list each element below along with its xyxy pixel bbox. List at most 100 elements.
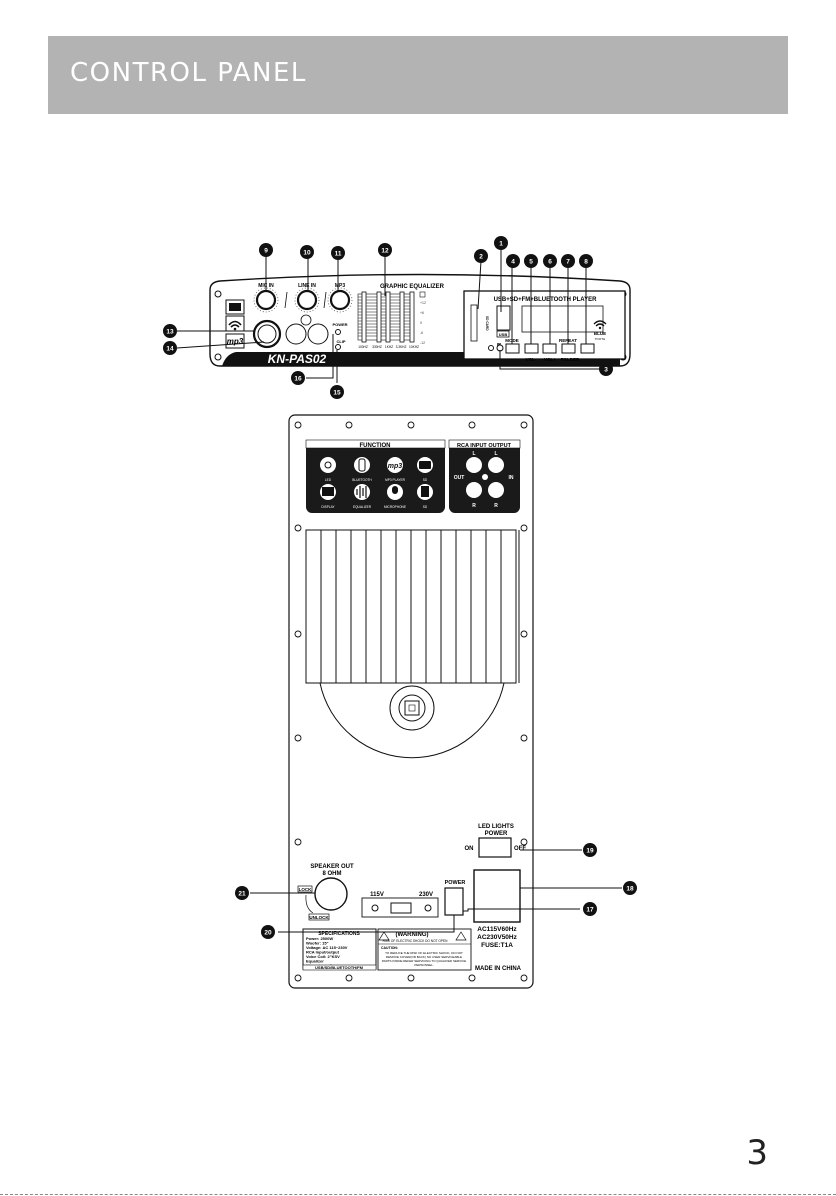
svg-text:Woofer: 15": Woofer: 15" <box>306 941 329 946</box>
svg-text:7: 7 <box>566 259 570 266</box>
svg-text:12: 12 <box>381 248 389 255</box>
svg-text:BLUE: BLUE <box>594 331 606 336</box>
leader-lines <box>176 248 622 933</box>
svg-text:MP3: MP3 <box>335 283 346 289</box>
model-name: KN-PAS02 <box>268 352 327 366</box>
svg-text:LOCK: LOCK <box>299 887 312 892</box>
callout-7: 7 <box>561 254 575 268</box>
svg-text:-6: -6 <box>420 331 423 335</box>
svg-text:ON: ON <box>465 846 474 852</box>
svg-text:PARTS INSIDE.REFER SERVICING T: PARTS INSIDE.REFER SERVICING TO QUALIFIE… <box>382 959 466 963</box>
svg-text:20: 20 <box>264 930 272 937</box>
svg-text:FOLDER: FOLDER <box>561 357 580 362</box>
svg-text:FUNCTION: FUNCTION <box>360 443 391 449</box>
next-button <box>542 343 557 354</box>
svg-text:10: 10 <box>303 250 311 257</box>
svg-text:TOOTH: TOOTH <box>595 337 605 341</box>
svg-text:LED LIGHTS: LED LIGHTS <box>478 824 514 830</box>
power-socket <box>473 869 521 923</box>
led-icon <box>324 461 332 469</box>
svg-text:R: R <box>494 503 498 509</box>
svg-text:5: 5 <box>529 259 533 266</box>
svg-text:REMOVE COVER(OR BACK) NO USER: REMOVE COVER(OR BACK) NO USER SERVICEABL… <box>386 955 462 959</box>
svg-text:PERSONNEL.: PERSONNEL. <box>414 963 434 967</box>
svg-text:VOL+: VOL+ <box>544 357 556 362</box>
svg-text:Equalizer: Equalizer <box>306 959 324 964</box>
svg-text:L: L <box>472 451 475 457</box>
equalizer-title: GRAPHIC EQUALIZER <box>380 284 445 290</box>
led-power-switch <box>478 837 512 858</box>
svg-text:RCA Input/output: RCA Input/output <box>306 950 340 955</box>
mp3-player-icon: mp3 <box>388 463 403 470</box>
svg-text:100HZ: 100HZ <box>358 345 368 349</box>
svg-text:6: 6 <box>548 259 552 266</box>
svg-text:CAUTION:: CAUTION: <box>381 946 398 950</box>
svg-text:SD: SD <box>423 478 428 482</box>
svg-text:TO REDUCE THE RISK OF ELECTRIC: TO REDUCE THE RISK OF ELECTRIC SHOCK, DO… <box>385 951 463 955</box>
callout-9: 9 <box>259 243 273 257</box>
svg-text:4: 4 <box>511 259 515 266</box>
svg-text:SPEAKER OUT: SPEAKER OUT <box>310 864 354 870</box>
display-icon <box>322 487 334 496</box>
svg-text:OUT: OUT <box>454 475 465 481</box>
svg-text:EQUALIZER: EQUALIZER <box>353 505 372 509</box>
svg-text:IN: IN <box>509 475 514 481</box>
svg-text:-12: -12 <box>420 341 425 345</box>
svg-text:R: R <box>472 503 476 509</box>
bluetooth-icon <box>358 458 366 472</box>
svg-text:POWER: POWER <box>445 880 466 886</box>
callout-8: 8 <box>579 254 593 268</box>
prev-button <box>524 343 539 354</box>
back-panel: FUNCTION mp3 LED BLUETOOTH MP3 PLAYER SD <box>288 414 534 989</box>
sd-card-icon <box>421 486 429 497</box>
svg-text:8 OHM: 8 OHM <box>322 871 341 877</box>
callout-17: 17 <box>583 902 597 916</box>
power-switch <box>444 887 464 916</box>
callout-10: 10 <box>300 245 314 259</box>
svg-text:SD CARD: SD CARD <box>485 316 489 331</box>
callout-19: 19 <box>583 843 597 857</box>
svg-text:2: 2 <box>479 254 483 261</box>
page-edge <box>0 1194 836 1196</box>
wifi-icon <box>228 320 242 328</box>
microphone-icon <box>392 486 398 494</box>
svg-text:MP3 PLAYER: MP3 PLAYER <box>385 478 405 482</box>
svg-text:AC115V60Hz: AC115V60Hz <box>477 926 517 933</box>
svg-text:19: 19 <box>586 848 594 855</box>
svg-text:MICROPHONE: MICROPHONE <box>384 505 406 509</box>
svg-text:FUSE:T1A: FUSE:T1A <box>481 942 513 949</box>
display-icon <box>229 303 241 311</box>
svg-text:CLIP: CLIP <box>336 339 345 344</box>
svg-text:115V: 115V <box>370 892 384 898</box>
header-bar: CONTROL PANEL <box>48 36 788 114</box>
sd-icon <box>419 461 431 469</box>
svg-text:13: 13 <box>166 329 174 336</box>
function-panel <box>306 440 445 513</box>
callout-20: 20 <box>261 925 275 939</box>
callout-16: 16 <box>291 371 305 385</box>
callout-18: 18 <box>623 881 637 895</box>
callout-21: 21 <box>235 886 249 900</box>
svg-text:LED: LED <box>325 478 332 482</box>
callout-11: 11 <box>331 246 345 260</box>
svg-text:15: 15 <box>333 390 341 397</box>
svg-text:RISK OF ELECTRIC SHOCK DO NOT: RISK OF ELECTRIC SHOCK DO NOT OPEN <box>383 939 448 943</box>
equalizer-grid <box>357 291 415 343</box>
svg-text:3.3KHZ: 3.3KHZ <box>396 345 407 349</box>
callout-4: 4 <box>506 254 520 268</box>
callouts: 1 2 3 4 5 6 7 8 9 10 11 12 13 14 15 16 1… <box>163 236 637 939</box>
svg-text:SD: SD <box>423 505 428 509</box>
specifications-box <box>302 928 377 970</box>
svg-text:10KHZ: 10KHZ <box>409 345 419 349</box>
callout-2: 2 <box>474 249 488 263</box>
svg-text:AC230V50Hz: AC230V50Hz <box>477 934 517 941</box>
front-panel: mp3 MIC IN LINE IN MP3 POWER CLIP <box>209 273 631 367</box>
mp3-icon: mp3 <box>227 337 244 346</box>
svg-text:USB: USB <box>499 332 508 337</box>
svg-text:VOL-: VOL- <box>526 357 537 362</box>
svg-text:14: 14 <box>166 346 174 353</box>
mp3-knob: MP3 <box>327 283 353 313</box>
repeat-button <box>561 343 576 354</box>
callout-14: 14 <box>163 341 177 355</box>
